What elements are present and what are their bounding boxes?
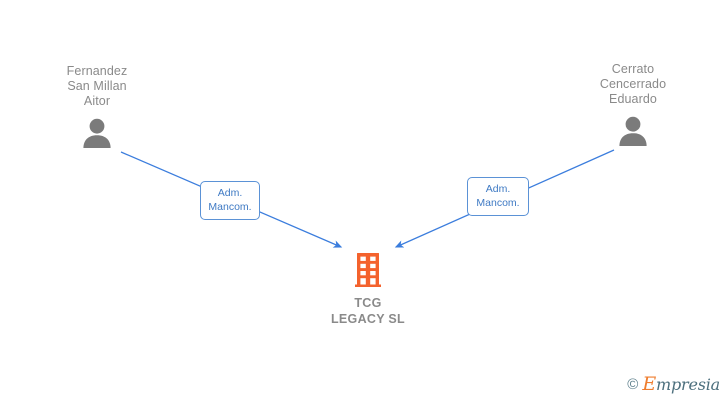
empresia-logo-initial: E bbox=[642, 373, 656, 395]
copyright-icon: © bbox=[627, 376, 639, 393]
company-name: TCG LEGACY SL bbox=[330, 296, 405, 326]
node-person-right[interactable]: Cerrato Cencerrado Eduardo bbox=[553, 62, 713, 146]
empresia-watermark: © Empresia bbox=[627, 375, 720, 394]
empresia-logo-rest: mpresia bbox=[656, 375, 720, 394]
building-icon bbox=[355, 253, 381, 287]
node-person-left[interactable]: Fernandez San Millan Aitor bbox=[17, 64, 177, 148]
edge-label-left[interactable]: Adm. Mancom. bbox=[200, 181, 260, 220]
person-right-name: Cerrato Cencerrado Eduardo bbox=[599, 62, 667, 106]
person-avatar-icon bbox=[83, 118, 111, 148]
node-company-center[interactable]: TCG LEGACY SL bbox=[278, 253, 458, 327]
person-left-name: Fernandez San Millan Aitor bbox=[66, 64, 128, 108]
person-avatar-icon bbox=[619, 116, 647, 146]
empresia-logo-text: Empresia bbox=[642, 375, 720, 394]
edge-label-right[interactable]: Adm. Mancom. bbox=[467, 177, 529, 216]
